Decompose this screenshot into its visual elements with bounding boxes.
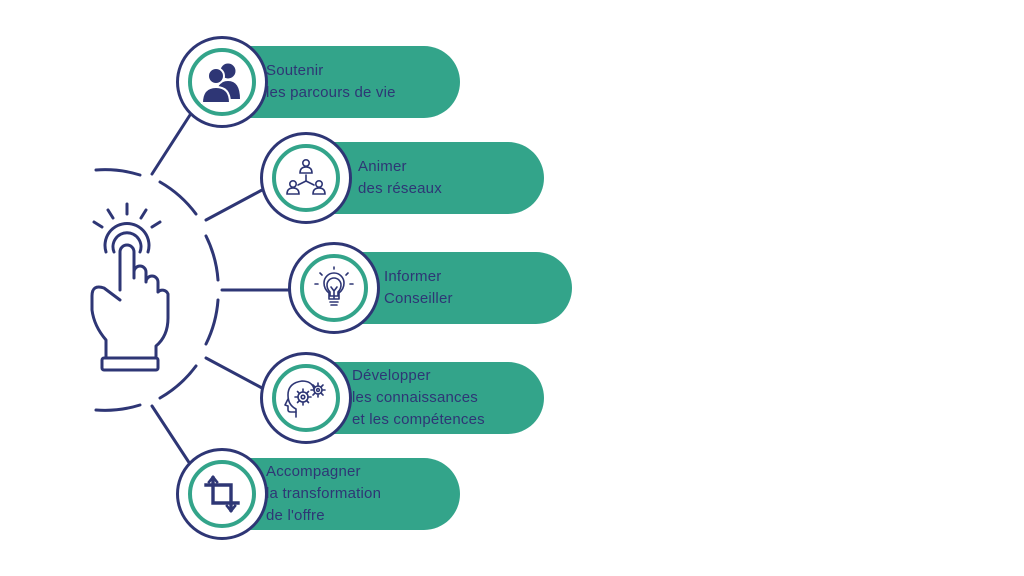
- connector-1: [150, 113, 192, 176]
- item-4-line-3: et les compétences: [352, 411, 485, 428]
- item-label-1: Soutenir les parcours de vie: [266, 46, 396, 118]
- item-1-line-2: les parcours de vie: [266, 84, 396, 101]
- item-label-3: Informer Conseiller: [384, 252, 453, 324]
- connector-4: [204, 356, 264, 390]
- item-5-line-3: de l'offre: [266, 507, 325, 524]
- users-icon: [200, 63, 240, 104]
- center-arc: [94, 168, 220, 412]
- badge-inner-3: [300, 254, 368, 322]
- item-1-line-1: Soutenir: [266, 62, 324, 79]
- item-4-line-2: les connaissances: [352, 389, 478, 406]
- item-label-2: Animer des réseaux: [358, 142, 442, 214]
- item-5-line-2: la transformation: [266, 485, 382, 502]
- badge-inner-1: [188, 48, 256, 116]
- network-icon: [286, 159, 326, 195]
- item-3-line-1: Informer: [384, 268, 442, 285]
- item-3-line-2: Conseiller: [384, 290, 453, 307]
- item-5-line-1: Accompagner: [266, 463, 361, 480]
- item-badge-1: [176, 36, 268, 128]
- item-badge-3: [288, 242, 380, 334]
- badge-inner-2: [272, 144, 340, 212]
- head-gears-icon: [284, 380, 326, 418]
- item-label-5: Accompagner la transformation de l'offre: [266, 458, 381, 530]
- connector-2: [204, 188, 264, 222]
- item-4-line-1: Développer: [352, 367, 431, 384]
- badge-inner-5: [188, 460, 256, 528]
- item-2-line-1: Animer: [358, 158, 407, 175]
- lightbulb-icon: [314, 266, 354, 306]
- connector-5: [150, 404, 192, 466]
- connector-lines: [150, 113, 292, 466]
- item-2-line-2: des réseaux: [358, 180, 442, 197]
- hand-tap-icon: [90, 202, 170, 372]
- item-badge-2: [260, 132, 352, 224]
- item-label-4: Développer les connaissances et les comp…: [352, 362, 485, 434]
- item-badge-5: [176, 448, 268, 540]
- item-badge-4: [260, 352, 352, 444]
- crop-icon: [204, 474, 240, 514]
- badge-inner-4: [272, 364, 340, 432]
